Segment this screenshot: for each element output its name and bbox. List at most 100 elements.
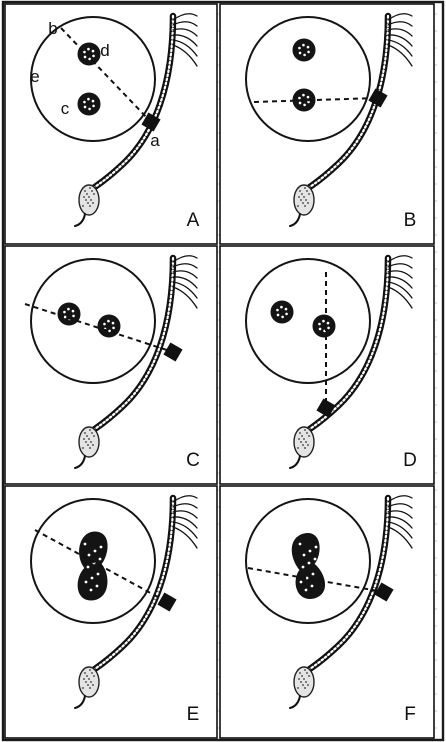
stalk-dot (299, 432, 301, 434)
stalk-dot (88, 196, 90, 198)
stalk-dot (82, 687, 84, 689)
stalk-dot (90, 681, 92, 683)
panel-b: B (219, 3, 435, 245)
stalk-dot (308, 675, 310, 677)
nucleus-granule (292, 38, 316, 62)
granule-fleck (98, 557, 102, 561)
stalk-dot (301, 675, 303, 677)
axis-line (253, 97, 379, 103)
stalk-dot (84, 432, 86, 434)
panel-label: B (404, 210, 417, 231)
cilia-hair (387, 516, 413, 529)
stalk-dot (92, 684, 94, 686)
stalk-dot (82, 429, 84, 431)
membrane-texture (87, 256, 175, 442)
stalk-dot (89, 429, 91, 431)
stalk-dot (85, 441, 87, 443)
stalk-dot (82, 669, 84, 671)
granule-fleck (103, 322, 106, 326)
cilia-hair (172, 13, 198, 21)
granule-fleck (306, 45, 310, 49)
square-marker (163, 342, 183, 362)
panel-frame (219, 485, 435, 739)
panel-frame (219, 3, 435, 245)
stalk-dot (305, 199, 307, 201)
granule-fleck (298, 46, 301, 50)
cilia-hair (387, 44, 413, 67)
granule-fleck (92, 54, 95, 58)
panel-frame (4, 485, 218, 739)
cilia-hair (387, 13, 413, 21)
cell-circle (245, 16, 371, 142)
stalk-tail (74, 455, 86, 469)
membrane-texture (87, 496, 175, 682)
stalk-tail (74, 213, 86, 227)
stalk-dot (91, 432, 93, 434)
granule-fleck (318, 327, 322, 331)
granule-fleck (301, 565, 305, 569)
stalk-dot (91, 672, 93, 674)
stalk-dot (306, 672, 308, 674)
square-marker (316, 398, 336, 418)
cell-circle (245, 258, 371, 384)
cilia-hair (172, 276, 198, 289)
granule-fleck (90, 576, 94, 580)
stalk-dot (304, 187, 306, 189)
granule-fleck (71, 309, 75, 313)
stalk-dot (85, 681, 87, 683)
stalk-dot (89, 187, 91, 189)
membrane-texture (87, 14, 175, 200)
stalk-dot (86, 435, 88, 437)
granule-fleck (298, 51, 302, 55)
granule-fleck (302, 93, 305, 97)
granule-fleck (302, 43, 305, 47)
granule-fleck (63, 310, 66, 314)
stalk-tail (74, 695, 86, 709)
stalk-dot (83, 196, 85, 198)
cilia-hair (387, 270, 413, 279)
stalk-tail (289, 213, 301, 227)
cilia-hair (172, 39, 198, 57)
granule-fleck (322, 319, 325, 323)
granule-fleck (311, 572, 315, 576)
stalk-dot (306, 432, 308, 434)
stalk-dot (92, 202, 94, 204)
granule-fleck (83, 55, 87, 59)
cilia-hair (172, 255, 198, 263)
stalk-dot (89, 669, 91, 671)
granule-fleck (281, 315, 284, 319)
stalk-tail (289, 455, 301, 469)
stalk-dot (89, 447, 91, 449)
granule-fleck (91, 99, 95, 103)
granule-fleck (91, 49, 95, 53)
stalk-dot (82, 205, 84, 207)
nucleus-granule (77, 92, 101, 116)
cilia-hair (172, 21, 198, 27)
cilia-hair (172, 503, 198, 509)
cilia-hair (387, 39, 413, 57)
granule-fleck (314, 545, 318, 549)
panel-frame (4, 245, 218, 485)
panel-d: D (219, 245, 435, 485)
granule-fleck (99, 545, 103, 549)
panel-c: C (4, 245, 218, 485)
cell-circle (30, 258, 156, 384)
stalk-dot (298, 196, 300, 198)
nucleus-granule (312, 314, 336, 338)
granule-fleck (308, 549, 312, 553)
stalk-tail (289, 695, 301, 709)
stalk-dot (305, 441, 307, 443)
stalk-dot (308, 193, 310, 195)
granule-fleck (87, 553, 91, 557)
stalk-dot (300, 199, 302, 201)
panel-label: E (187, 704, 200, 725)
stalk-dot (93, 193, 95, 195)
cilia-hair (387, 276, 413, 289)
granule-fleck (276, 308, 279, 312)
stalk-dot (298, 678, 300, 680)
stalk-lump (293, 426, 315, 458)
granule-fleck (111, 321, 115, 325)
stalk-dot (91, 190, 93, 192)
cilia-hair (172, 521, 198, 539)
